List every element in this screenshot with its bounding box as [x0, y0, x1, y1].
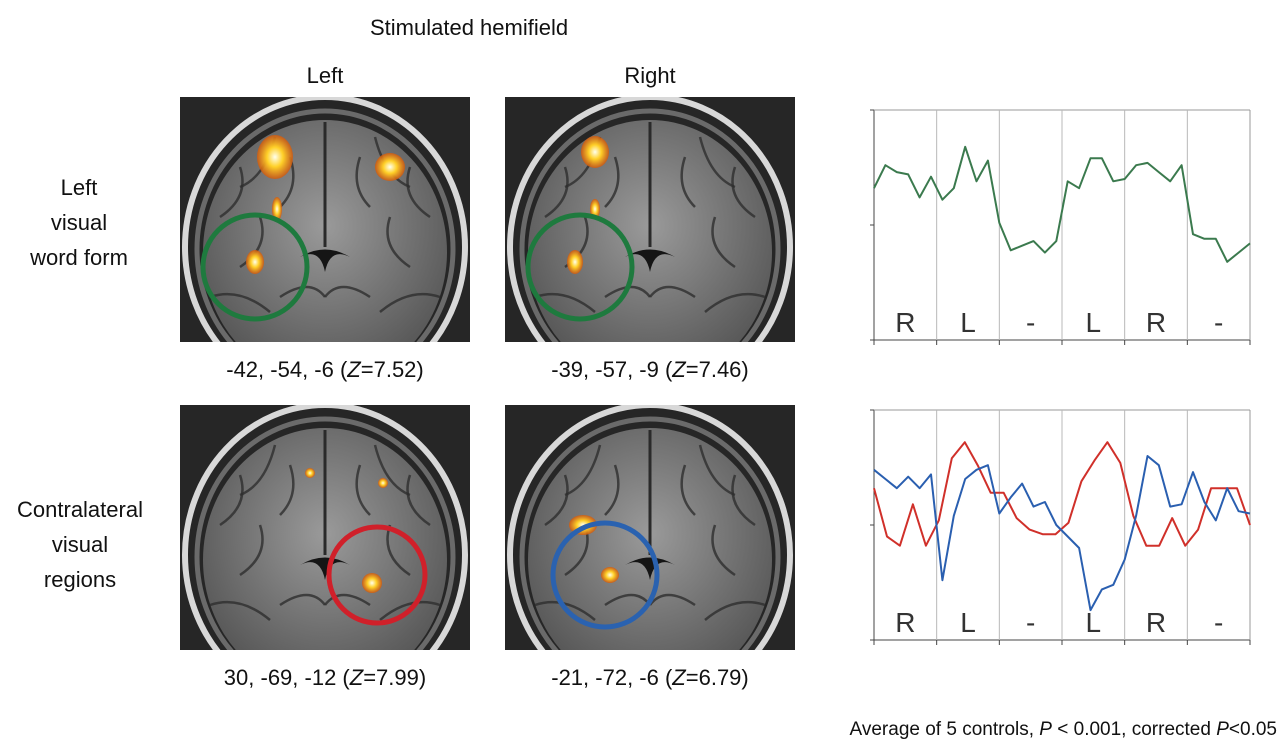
- condition-label: -: [1214, 307, 1223, 338]
- peak-coordinate: -39, -57, -9 (Z=7.46): [551, 357, 749, 382]
- roi-circle: [525, 212, 635, 322]
- row-label-word-form: Left visual word form: [4, 170, 154, 275]
- roi-circle: [200, 212, 310, 322]
- peak-coordinate: -21, -72, -6 (Z=6.79): [551, 665, 749, 690]
- condition-label: L: [960, 307, 976, 338]
- activation-blob: [257, 135, 293, 179]
- activation-blob: [305, 468, 315, 478]
- activation-blob: [567, 250, 583, 274]
- condition-label: R: [895, 607, 915, 638]
- row-label-line: Left: [60, 175, 98, 200]
- brain-scan-panel: [505, 405, 795, 650]
- brain-scan-panel: [505, 97, 795, 342]
- condition-label: -: [1026, 307, 1035, 338]
- row-label-contralateral: Contralateral visual regions: [0, 492, 160, 597]
- roi-circle: [550, 520, 660, 630]
- condition-label: -: [1214, 607, 1223, 638]
- activation-blob: [601, 567, 619, 583]
- row-label-line: visual: [50, 210, 108, 235]
- row-label-line: regions: [43, 567, 117, 592]
- row-label-line: visual: [51, 532, 109, 557]
- condition-label: L: [960, 607, 976, 638]
- series-line: [873, 455, 1251, 612]
- figure-footnote: Average of 5 controls, P < 0.001, correc…: [849, 719, 1277, 740]
- roi-circle: [326, 524, 428, 626]
- row-label-line: Contralateral: [17, 497, 143, 522]
- activation-blob: [246, 250, 264, 274]
- activation-blob: [375, 153, 405, 181]
- condition-label: L: [1086, 607, 1102, 638]
- figure-title: Stimulated hemifield: [370, 15, 569, 40]
- peak-coordinate: -42, -54, -6 (Z=7.52): [226, 357, 424, 382]
- column-label-right: Right: [624, 63, 676, 88]
- brain-scan-panel: [180, 405, 470, 650]
- condition-label: L: [1086, 307, 1102, 338]
- activation-blob: [272, 197, 282, 221]
- activation-blob: [378, 478, 388, 488]
- condition-label: R: [1146, 307, 1166, 338]
- activation-blob: [581, 136, 609, 168]
- activation-blob: [362, 573, 382, 593]
- condition-label: R: [1146, 607, 1166, 638]
- row-label-line: word form: [30, 245, 128, 270]
- column-label-left: Left: [306, 63, 344, 88]
- peak-coordinate: 30, -69, -12 (Z=7.99): [223, 665, 427, 690]
- condition-label: -: [1026, 607, 1035, 638]
- brain-scan-panel: [180, 97, 470, 342]
- condition-label: R: [895, 307, 915, 338]
- series-line: [873, 145, 1251, 263]
